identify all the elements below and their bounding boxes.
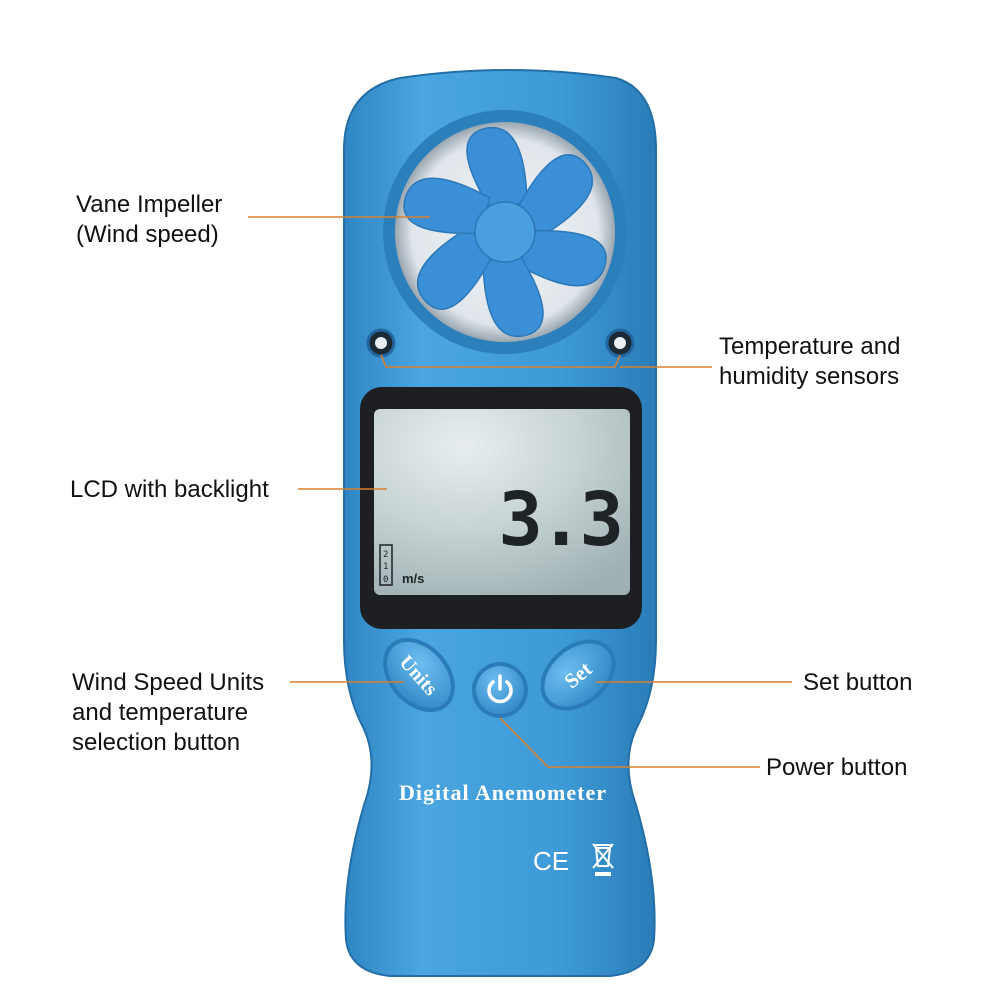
callout-power-line1: Power button xyxy=(766,754,908,781)
crossed-bin-icon xyxy=(592,843,614,876)
lcd-reading: 3.3 xyxy=(498,477,620,563)
callout-sensors-line2: humidity sensors xyxy=(719,363,900,390)
callout-units-line2: and temperature xyxy=(72,699,249,726)
leader-sensors xyxy=(380,354,621,368)
callout-sensors-line1: Temperature and xyxy=(719,333,901,360)
callout-lcd: LCD with backlight xyxy=(70,475,269,505)
set-button[interactable]: Set xyxy=(527,625,630,725)
lcd-screen xyxy=(374,409,630,595)
power-icon xyxy=(487,674,513,704)
vane-impeller xyxy=(403,126,607,338)
callout-power-button: Power button xyxy=(766,753,907,783)
svg-text:2: 2 xyxy=(383,550,388,560)
svg-text:0: 0 xyxy=(383,575,388,585)
svg-text:1: 1 xyxy=(383,562,388,572)
callout-set-button: Set button xyxy=(803,668,912,698)
leader-power xyxy=(499,717,760,768)
callout-lcd-line1: LCD with backlight xyxy=(70,476,269,503)
callout-vane-line1: Vane Impeller xyxy=(76,191,223,218)
callout-vane-line2: (Wind speed) xyxy=(76,221,219,248)
leader-lines xyxy=(248,216,792,768)
callout-vane-impeller: Vane Impeller (Wind speed) xyxy=(76,190,222,250)
power-button[interactable] xyxy=(472,662,528,718)
callout-units-line1: Wind Speed Units xyxy=(72,669,265,696)
units-button[interactable]: Units xyxy=(369,624,470,727)
callout-set-line1: Set button xyxy=(803,669,913,696)
callout-units-button: Wind Speed Units and temperature selecti… xyxy=(72,668,264,758)
callout-sensors: Temperature and humidity sensors xyxy=(719,332,900,392)
brand-text: Digital Anemometer xyxy=(399,780,607,805)
ce-mark: CE xyxy=(533,846,569,876)
lcd-bar-indicator: 2 1 0 xyxy=(379,544,393,586)
callout-units-line3: selection button xyxy=(72,729,241,756)
lcd-unit: m/s xyxy=(402,571,424,586)
impeller-hub xyxy=(474,201,536,263)
temperature-humidity-sensors xyxy=(366,328,635,358)
